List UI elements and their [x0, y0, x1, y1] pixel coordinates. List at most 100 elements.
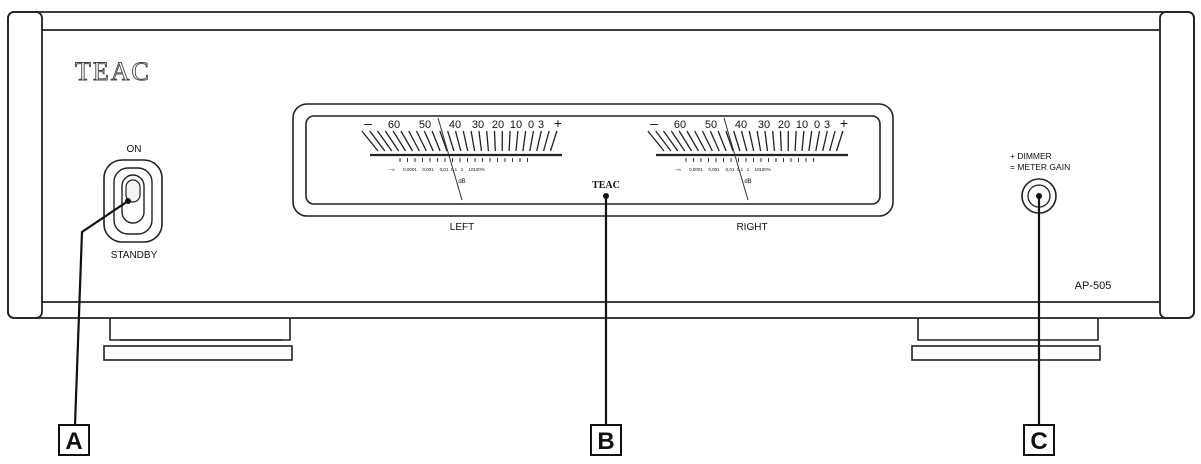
meter-tick [522, 130, 527, 152]
meter-percent-label: 10 [468, 167, 474, 172]
callout-a-dot [125, 198, 131, 204]
meter-percent-label: 0,01 [726, 167, 735, 172]
meter-scale-label: 10 [510, 119, 522, 131]
model-label: AP-505 [1075, 280, 1112, 292]
meter-tick [822, 130, 828, 152]
meter-tick [470, 130, 476, 152]
right-foot [911, 318, 1101, 361]
meter-percent-label: –∞ [389, 167, 395, 172]
meter-percent-label: –∞ [675, 167, 681, 172]
meter-scale-label: 60 [388, 119, 400, 131]
meter-tick [801, 130, 805, 152]
meter-tick [549, 130, 558, 152]
meter-tick [447, 130, 455, 152]
meter-tick [400, 130, 414, 152]
meter-scale-label: 30 [472, 119, 484, 131]
meter-logo: TEAC [592, 180, 620, 191]
meter-tick [376, 130, 393, 152]
meter-unit-label: dB [744, 179, 751, 185]
meter-scale-label: + [554, 115, 562, 131]
meter-tick [423, 130, 434, 152]
callout-c-letter: C [1030, 428, 1047, 455]
meter-tick [678, 130, 693, 152]
meter-tick [408, 130, 420, 152]
meter-tick [808, 130, 813, 152]
meter-needle [437, 117, 463, 201]
meter-tick [493, 130, 496, 152]
meter-tick [462, 130, 469, 152]
meter-percent-label: 100% [759, 167, 771, 172]
meter-scale-label: 40 [735, 119, 747, 131]
meter-tick [384, 130, 400, 152]
meter-tick [486, 130, 490, 152]
channel-label-right: RIGHT [736, 222, 767, 233]
meter-tick [828, 130, 836, 152]
meter-scale-label: 20 [492, 119, 504, 131]
callout-c-dot [1036, 193, 1042, 199]
callout-leaders [73, 196, 1041, 426]
meter-percent-label: 10 [754, 167, 760, 172]
meter-tick [740, 130, 748, 152]
meter-tick [756, 130, 762, 152]
meter-tick [529, 130, 535, 152]
brand-logo: TEAC [75, 57, 151, 86]
meter-tick [748, 130, 755, 152]
meter-scale-label: 50 [419, 119, 431, 131]
meter-tick [647, 130, 665, 152]
meter-percent-label: 0,001 [422, 167, 434, 172]
dimmer-meter-gain-control[interactable]: + DIMMER = METER GAIN [1010, 151, 1070, 214]
meter-needle [723, 117, 749, 201]
left-foot [103, 318, 293, 361]
meter-tick [369, 130, 386, 152]
meter-tick [655, 130, 672, 152]
standby-label: STANDBY [111, 250, 158, 261]
meter-tick [670, 130, 686, 152]
meter-scale-label: – [364, 115, 372, 131]
callout-a-letter: A [65, 428, 82, 455]
meter-tick [662, 130, 679, 152]
meter-tick [701, 130, 713, 152]
meter-percent-label: 1 [747, 167, 750, 172]
meter-scale-label: + [840, 115, 848, 131]
meter-scale-label: 40 [449, 119, 461, 131]
meter-percent-label: 0,001 [708, 167, 720, 172]
meter-tick [835, 130, 844, 152]
meter-scale-label: 3 [538, 119, 544, 131]
meter-tick [686, 130, 700, 152]
meter-tick [392, 130, 407, 152]
meter-scale-label: 60 [674, 119, 686, 131]
power-switch[interactable]: ON STANDBY [103, 144, 163, 261]
meter-tick [431, 130, 441, 152]
meter-percent-label: 0,1 [451, 167, 458, 172]
meter-tick [733, 130, 741, 152]
meter-percent-label: 1 [461, 167, 464, 172]
meter-tick [542, 130, 550, 152]
meter-tick [794, 130, 797, 152]
meter-scale-label: 30 [758, 119, 770, 131]
meter-tick [508, 130, 511, 152]
meter-tick [764, 130, 769, 152]
meter-tick [515, 130, 519, 152]
meter-percent-label: 0,0001 [403, 167, 417, 172]
meter-percent-label: 0,1 [737, 167, 744, 172]
meter-tick [454, 130, 462, 152]
meter-tick [536, 130, 542, 152]
meter-scale-label: 0 [528, 119, 534, 131]
meter-tick [361, 130, 379, 152]
callout-a: A [58, 424, 90, 456]
meter-percent-label: 100% [473, 167, 485, 172]
callout-b-letter: B [597, 428, 614, 455]
meter-tick [717, 130, 727, 152]
meter-tick [694, 130, 706, 152]
meter-scale-label: 20 [778, 119, 790, 131]
meter-tick [478, 130, 483, 152]
meter-scale-label: 0 [814, 119, 820, 131]
meter-percent-label: 0,0001 [689, 167, 703, 172]
callout-b-dot [603, 193, 609, 199]
meter-unit-label: dB [458, 179, 465, 185]
meter-window [292, 103, 894, 217]
meter-tick [772, 130, 776, 152]
